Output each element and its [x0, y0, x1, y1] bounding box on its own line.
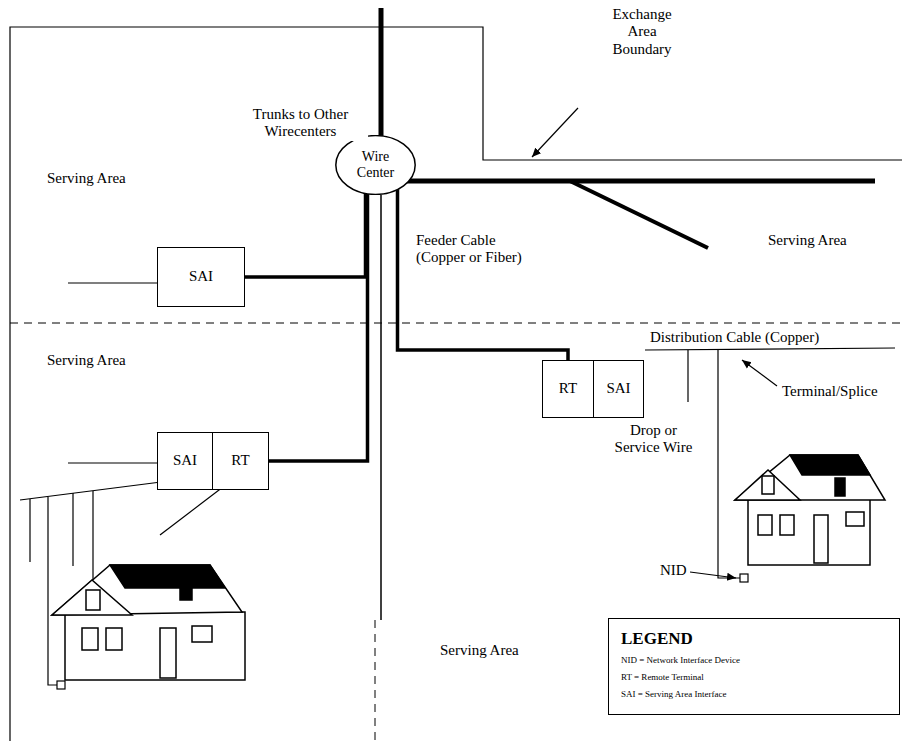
nid-symbol	[57, 681, 65, 689]
area-label: Serving Area	[768, 232, 847, 249]
leader-arrow	[532, 108, 578, 157]
boundary-label: Exchange Area Boundary	[606, 6, 678, 58]
feeder-line	[380, 195, 382, 620]
cable-label: Distribution Cable (Copper)	[650, 329, 819, 346]
cable-label: Feeder Cable (Copper or Fiber)	[416, 232, 546, 267]
distribution-cable	[645, 348, 895, 350]
legend-entry: SAI = Serving Area Interface	[621, 689, 727, 700]
feeder-cable	[398, 189, 569, 360]
node-text: RT	[231, 452, 249, 469]
serving-area-divider	[10, 323, 902, 324]
legend-heading: LEGEND	[621, 629, 693, 649]
wire-center: Wire Center	[335, 135, 416, 195]
drop-wire	[48, 497, 57, 685]
trunk-line	[404, 179, 875, 184]
sai-box: SAI	[157, 432, 213, 490]
leader-arrow	[690, 572, 736, 578]
nid-label: NID	[660, 562, 687, 579]
legend-entry: RT = Remote Terminal	[621, 672, 704, 683]
area-label: Serving Area	[47, 170, 126, 187]
trunk-line	[379, 8, 384, 136]
node-text: SAI	[189, 268, 213, 285]
drop-label: Drop or Service Wire	[606, 422, 701, 457]
feeder-cable	[269, 193, 368, 461]
trunk-label: Trunks to Other Wirecenters	[233, 106, 368, 141]
house-illustration	[735, 455, 885, 565]
leader-arrow	[742, 360, 777, 386]
feeder-cable	[245, 193, 366, 277]
drop-wire	[72, 493, 73, 566]
area-label: Serving Area	[47, 352, 126, 369]
drop-wire	[687, 350, 688, 402]
trunk-line	[570, 181, 708, 248]
distribution-cable	[68, 462, 157, 463]
splice-label: Terminal/Splice	[782, 383, 878, 400]
nid-symbol	[740, 574, 748, 582]
legend-entry: NID = Network Interface Device	[621, 655, 740, 666]
distribution-cable	[68, 282, 157, 283]
area-label: Serving Area	[440, 642, 519, 659]
drop-wire	[718, 350, 740, 578]
exchange-boundary	[10, 27, 902, 741]
legend-box: LEGEND NID = Network Interface Device RT =…	[608, 618, 900, 715]
serving-area-divider	[375, 620, 376, 741]
rt-box: RT	[212, 432, 269, 490]
sai-box: SAI	[593, 360, 644, 418]
node-text: SAI	[606, 380, 630, 397]
house-illustration	[52, 565, 245, 680]
rt-box: RT	[542, 360, 594, 418]
drop-wire	[92, 491, 93, 584]
drop-wire	[29, 499, 30, 562]
node-text: RT	[559, 380, 577, 397]
node-text: SAI	[173, 452, 197, 469]
sai-box: SAI	[157, 247, 245, 307]
node-text: Wire Center	[345, 149, 406, 181]
